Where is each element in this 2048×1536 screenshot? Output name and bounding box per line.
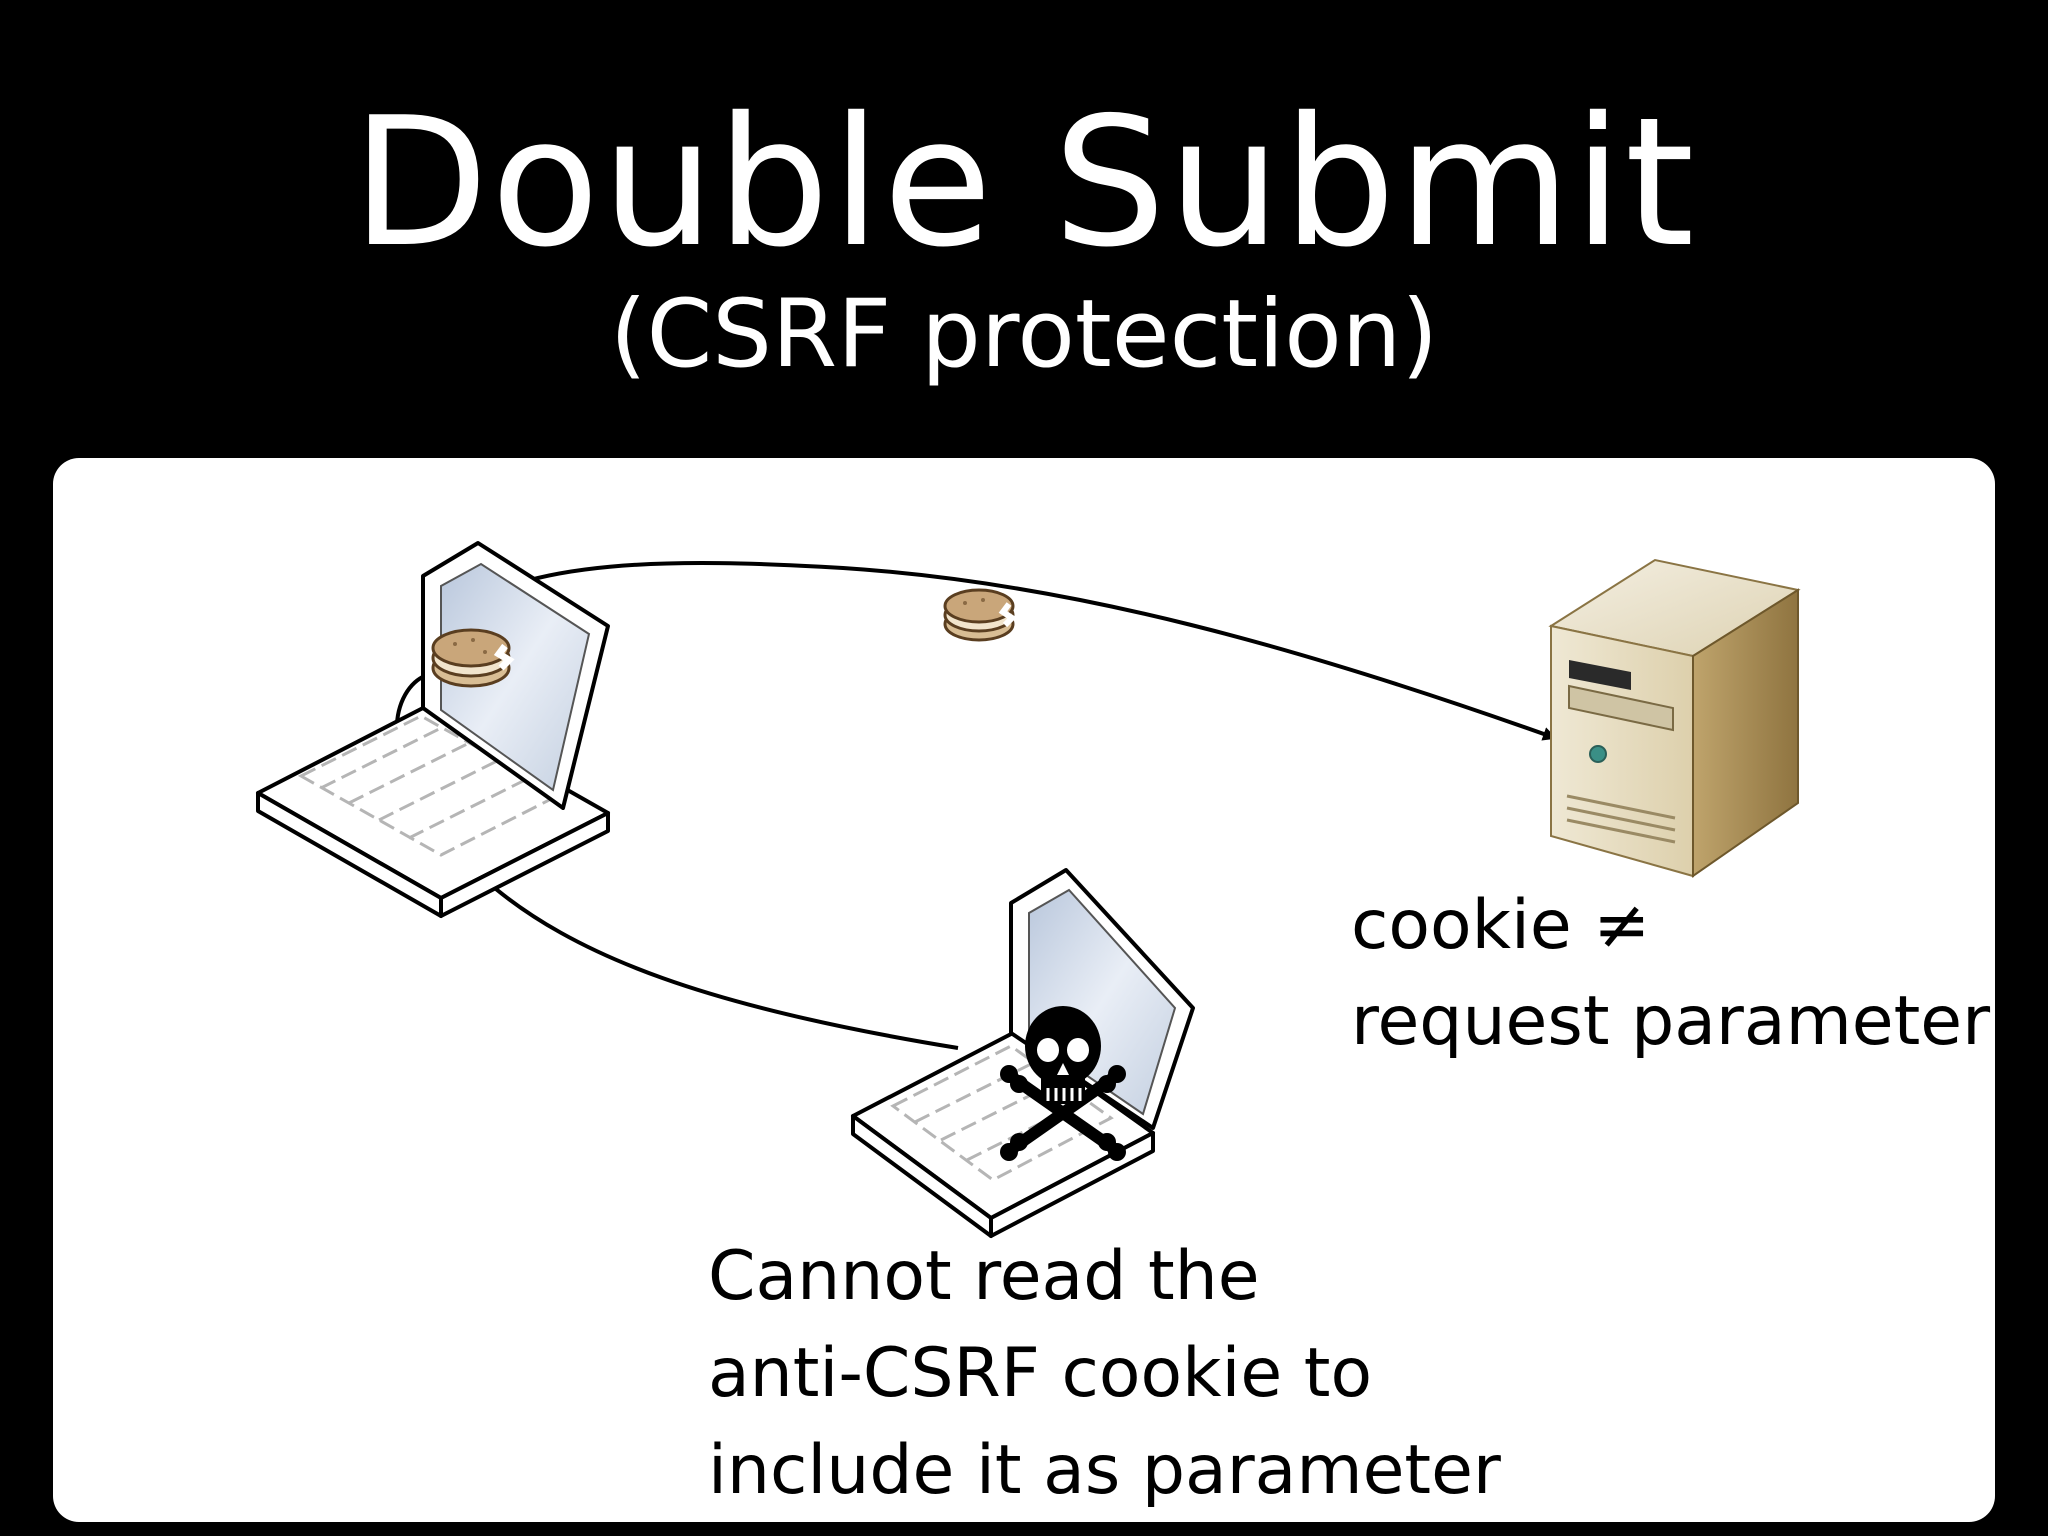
attacker-note-line: Cannot read the: [708, 1237, 1260, 1316]
server-note-line: request parameter: [1351, 982, 1991, 1061]
attacker-note: Cannot read the anti-CSRF cookie to incl…: [708, 1228, 1608, 1519]
server-note: cookie ≠ request parameter: [1351, 878, 1991, 1070]
attacker-note-line: anti-CSRF cookie to: [708, 1334, 1373, 1413]
diagram-panel: cookie ≠ request parameter Cannot read t…: [53, 458, 1995, 1522]
server-tower-icon: [1548, 558, 1801, 878]
cookie-icon: [943, 588, 1017, 642]
request-arrow: [446, 561, 1557, 741]
user-laptop-icon: [256, 541, 610, 918]
attacker-laptop-icon: [851, 868, 1195, 1238]
server-note-line: cookie ≠: [1351, 886, 1651, 965]
attacker-note-line: include it as parameter: [708, 1431, 1501, 1510]
slide-subtitle: (CSRF protection): [609, 280, 1439, 389]
slide-title: Double Submit: [351, 79, 1697, 286]
diagram-canvas: [256, 541, 1801, 1238]
cookie-icon: [431, 628, 515, 688]
skull-crossbones-icon: [1000, 1006, 1126, 1161]
